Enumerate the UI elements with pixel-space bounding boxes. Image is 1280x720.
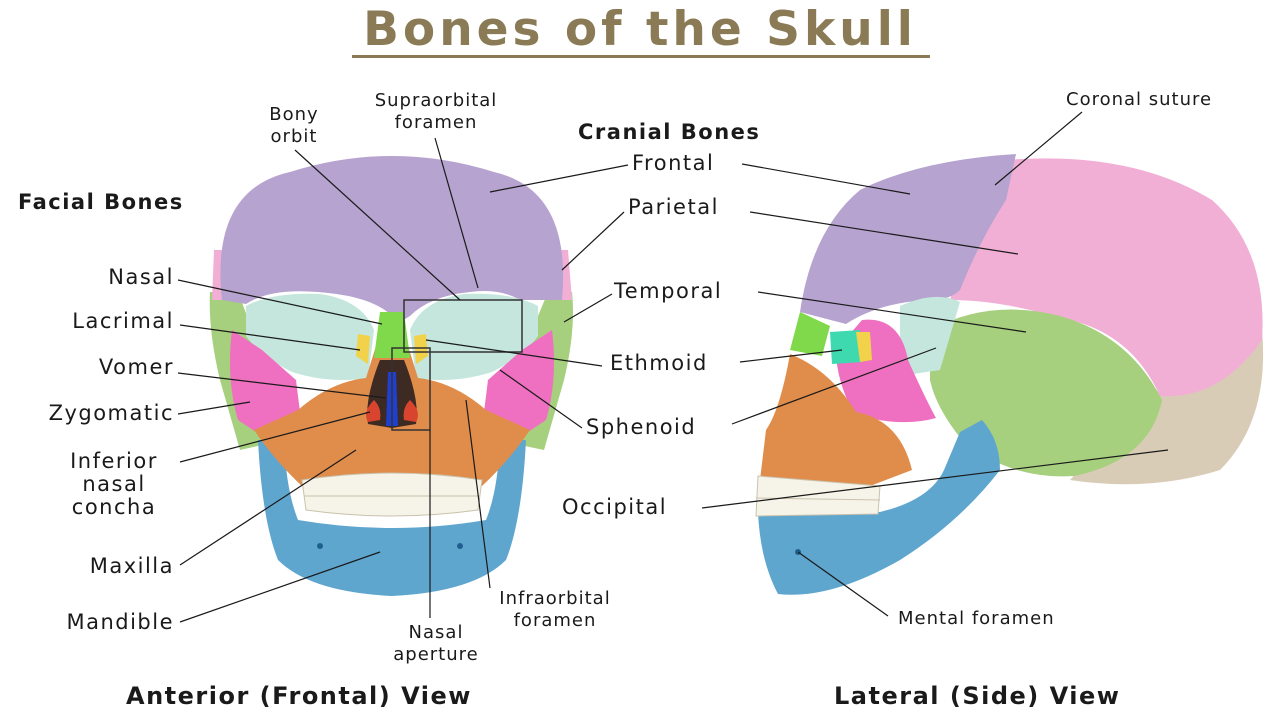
leader-ethmoid-anterior xyxy=(425,339,603,367)
title-underline xyxy=(352,55,930,58)
anterior-skull xyxy=(209,156,573,596)
leader-parietal-lateral xyxy=(749,211,1019,255)
label-ethmoid: Ethmoid xyxy=(610,351,708,375)
caption-lateral-view: Lateral (Side) View xyxy=(834,682,1121,710)
label-zygomatic: Zygomatic xyxy=(48,401,174,425)
label-nasal: Nasal xyxy=(108,265,174,289)
label-mental-foramen: Mental foramen xyxy=(898,608,1055,629)
leader-supraorbital xyxy=(434,137,479,289)
label-occipital: Occipital xyxy=(562,495,668,519)
leader-temporal-lateral xyxy=(757,291,1027,333)
label-concha-line1: Inferior xyxy=(70,449,158,473)
label-mandible: Mandible xyxy=(66,610,174,634)
label-aperture-line2: aperture xyxy=(393,644,479,665)
nasal-highlight-box xyxy=(391,347,431,431)
leader-vomer xyxy=(177,372,387,399)
anterior-sphenoid-right xyxy=(484,330,554,432)
leader-temporal-anterior xyxy=(563,293,613,323)
leader-frontal-anterior xyxy=(489,164,629,193)
label-vomer: Vomer xyxy=(98,355,174,379)
label-concha-line2: nasal xyxy=(82,472,146,496)
lateral-maxilla xyxy=(760,354,912,486)
label-bony-orbit-line2: orbit xyxy=(270,126,318,147)
leader-sphenoid-anterior xyxy=(499,369,583,429)
lateral-nasal xyxy=(790,312,830,356)
label-supraorbital-line1: Supraorbital xyxy=(374,90,498,111)
lateral-mandible xyxy=(758,420,1000,595)
label-infraorbital-foramen: Infraorbital foramen xyxy=(480,588,630,632)
caption-anterior-view: Anterior (Frontal) View xyxy=(126,682,472,710)
label-nasal-aperture: Nasal aperture xyxy=(376,622,496,666)
lateral-lacrimal xyxy=(856,332,872,362)
anterior-lacrimal-left xyxy=(356,334,370,364)
leader-occipital xyxy=(701,449,1169,509)
label-supraorbital-foramen: Supraorbital foramen xyxy=(356,90,516,134)
lateral-teeth xyxy=(755,475,881,517)
leader-bony-orbit xyxy=(294,149,461,301)
leader-ethmoid-lateral xyxy=(739,349,843,363)
label-parietal: Parietal xyxy=(628,195,719,219)
leader-frontal-lateral xyxy=(741,163,911,195)
label-lacrimal: Lacrimal xyxy=(72,309,174,333)
leader-zygomatic xyxy=(177,401,251,415)
anterior-mandible xyxy=(258,440,526,596)
anterior-concha-left xyxy=(366,400,381,422)
label-infraorbital-line2: foramen xyxy=(513,610,597,631)
anterior-mental-foramen-left xyxy=(317,543,323,549)
label-coronal-suture: Coronal suture xyxy=(1066,89,1213,110)
leader-inferior-concha xyxy=(179,411,371,463)
orbit-highlight-box xyxy=(403,299,523,353)
page-title: Bones of the Skull xyxy=(363,2,917,57)
anterior-lacrimal-right xyxy=(414,334,428,364)
label-bony-orbit-line1: Bony xyxy=(269,104,319,125)
label-temporal: Temporal xyxy=(614,279,723,303)
leader-sphenoid-lateral xyxy=(731,347,937,425)
label-supraorbital-line2: foramen xyxy=(394,112,478,133)
leader-mandible xyxy=(179,551,381,623)
lateral-frontal xyxy=(800,154,1016,324)
anterior-mental-foramen-right xyxy=(457,543,463,549)
label-infraorbital-line1: Infraorbital xyxy=(499,588,611,609)
anterior-concha-right xyxy=(403,400,418,422)
anterior-teeth xyxy=(301,472,483,517)
leader-infraorbital xyxy=(465,399,491,589)
label-maxilla: Maxilla xyxy=(89,554,174,578)
leader-coronal-suture xyxy=(994,111,1083,186)
lateral-skull xyxy=(755,154,1264,595)
leader-lines xyxy=(177,111,1169,623)
leader-parietal-anterior xyxy=(561,211,625,271)
lateral-orbit-ethmoid xyxy=(830,330,862,364)
facial-bones-header: Facial Bones xyxy=(18,190,184,214)
label-frontal: Frontal xyxy=(632,151,715,175)
label-sphenoid: Sphenoid xyxy=(586,415,697,439)
leader-lacrimal xyxy=(179,324,361,351)
label-bony-orbit: Bony orbit xyxy=(256,104,332,148)
anterior-orbit-right xyxy=(410,293,538,380)
leader-mental-foramen xyxy=(797,551,889,617)
label-aperture-line1: Nasal xyxy=(408,622,464,643)
anterior-sphenoid-left xyxy=(230,330,300,432)
anterior-nasal-bone xyxy=(374,312,410,358)
lateral-parietal xyxy=(950,158,1263,397)
leader-maxilla xyxy=(179,449,357,566)
label-inferior-nasal-concha: Inferior nasal concha xyxy=(54,450,174,519)
label-concha-line3: concha xyxy=(71,495,157,519)
cranial-bones-header: Cranial Bones xyxy=(578,120,761,144)
anterior-frontal xyxy=(220,156,564,322)
leader-nasal xyxy=(177,279,383,325)
